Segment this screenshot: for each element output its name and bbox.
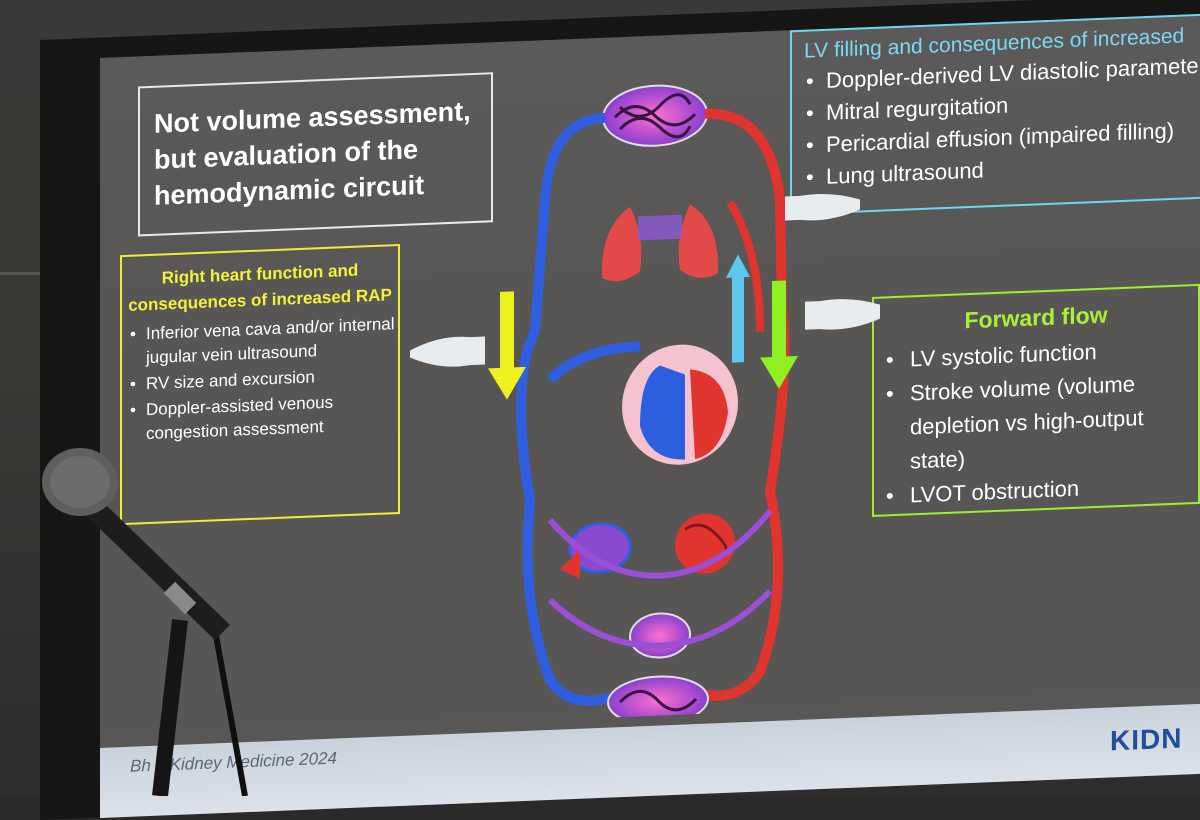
right-heart-list: Inferior vena cava and/or internal jugul…: [122, 312, 398, 447]
title-box: Not volume assessment, but evaluation of…: [138, 72, 493, 237]
yellow-down-arrow: [488, 291, 526, 400]
abdominal-organs-icon: [560, 513, 735, 579]
green-down-arrow: [760, 280, 798, 389]
circulation-diagram: [516, 84, 790, 723]
lung-capillary-bed: [602, 84, 708, 147]
presentation-slide: Not volume assessment, but evaluation of…: [100, 13, 1200, 818]
arterial-vessel: [726, 200, 764, 332]
ultrasound-probe-icon: [410, 336, 485, 367]
venous-return-vessel: [546, 341, 641, 384]
heart-icon: [622, 344, 738, 465]
right-heart-header: Right heart function and consequences of…: [128, 260, 392, 315]
systemic-vessel: [547, 509, 773, 579]
systemic-capillary-bed: [607, 675, 709, 723]
kidney-medicine-logo: KIDN: [1110, 722, 1183, 757]
forward-flow-box: Forward flow LV systolic function Stroke…: [872, 283, 1200, 517]
ultrasound-probe-icon: [785, 193, 860, 221]
arterial-vessel: [698, 108, 790, 701]
lv-filling-flow-arrow: [726, 254, 750, 363]
lv-filling-list: Doppler-derived LV diastolic paramete Mi…: [792, 49, 1200, 195]
list-item: Doppler-assisted venous congestion asses…: [122, 388, 398, 447]
list-item: Inferior vena cava and/or internal jugul…: [122, 312, 398, 371]
lungs-icon: [601, 204, 719, 282]
ultrasound-probe-icon: [805, 299, 880, 330]
renal-capillary-bed: [629, 612, 691, 659]
systemic-vessel: [547, 589, 773, 649]
forward-flow-list: LV systolic function Stroke volume (volu…: [874, 331, 1198, 514]
microphone-icon: [42, 448, 248, 796]
venous-return-vessel: [516, 112, 612, 706]
probe-arrows: [410, 280, 880, 400]
list-item: Stroke volume (volume depletion vs high-…: [874, 365, 1198, 480]
